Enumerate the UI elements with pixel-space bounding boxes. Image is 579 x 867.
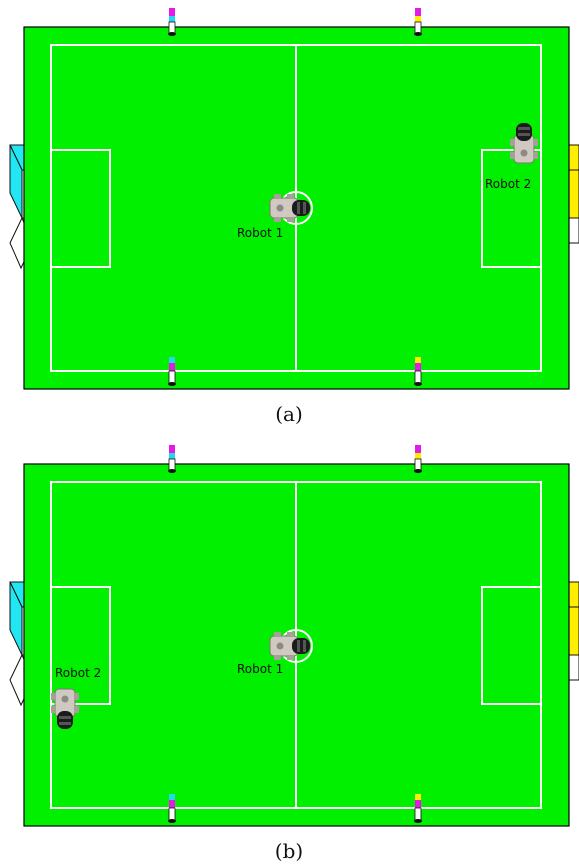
- robot-1-label: Robot 1: [237, 226, 283, 240]
- caption-b: (b): [275, 839, 303, 863]
- post-bottom-right: [414, 357, 422, 386]
- caption-a: (a): [275, 402, 303, 426]
- panel-a: Robot 1 Robot 2 (a): [10, 8, 579, 426]
- robot-2-label: Robot 2: [485, 177, 531, 191]
- panel-b: Robot 1 Robot 2 (b): [10, 445, 579, 863]
- post-bottom-left: [168, 794, 176, 823]
- post-top-right: [414, 8, 422, 36]
- post-bottom-right: [414, 794, 422, 823]
- post-top-left: [168, 445, 176, 473]
- robot-1-label: Robot 1: [237, 662, 283, 676]
- robot-2-label: Robot 2: [55, 666, 101, 680]
- post-top-left: [168, 8, 176, 36]
- post-bottom-left: [168, 357, 176, 386]
- post-top-right: [414, 445, 422, 473]
